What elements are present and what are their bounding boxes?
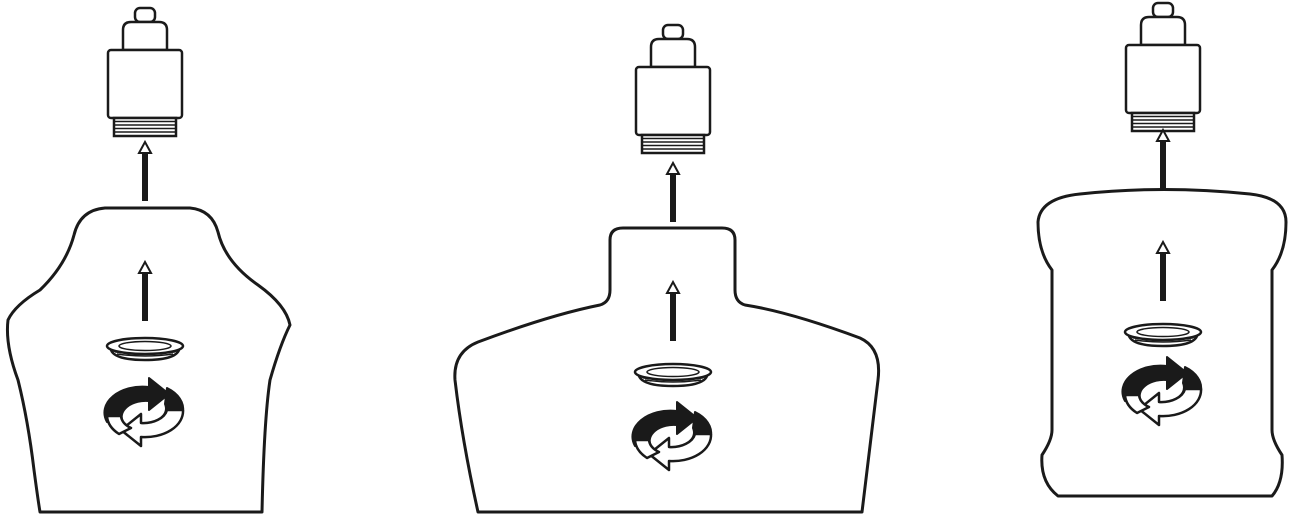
gasket-ring-icon bbox=[105, 336, 185, 362]
panel-3 bbox=[1036, 1, 1288, 498]
connector-plug-icon bbox=[634, 23, 712, 155]
gasket-ring-icon bbox=[1123, 322, 1203, 348]
panel-2 bbox=[453, 23, 881, 514]
up-arrow-icon bbox=[138, 141, 152, 202]
bottle-body-3 bbox=[1036, 188, 1288, 498]
connector-plug-icon bbox=[106, 6, 184, 138]
up-arrow-icon bbox=[1156, 129, 1170, 190]
up-arrow-icon bbox=[666, 162, 680, 223]
gasket-ring-icon bbox=[633, 362, 713, 388]
connector-plug-icon bbox=[1124, 1, 1202, 133]
panel-1 bbox=[6, 6, 292, 514]
